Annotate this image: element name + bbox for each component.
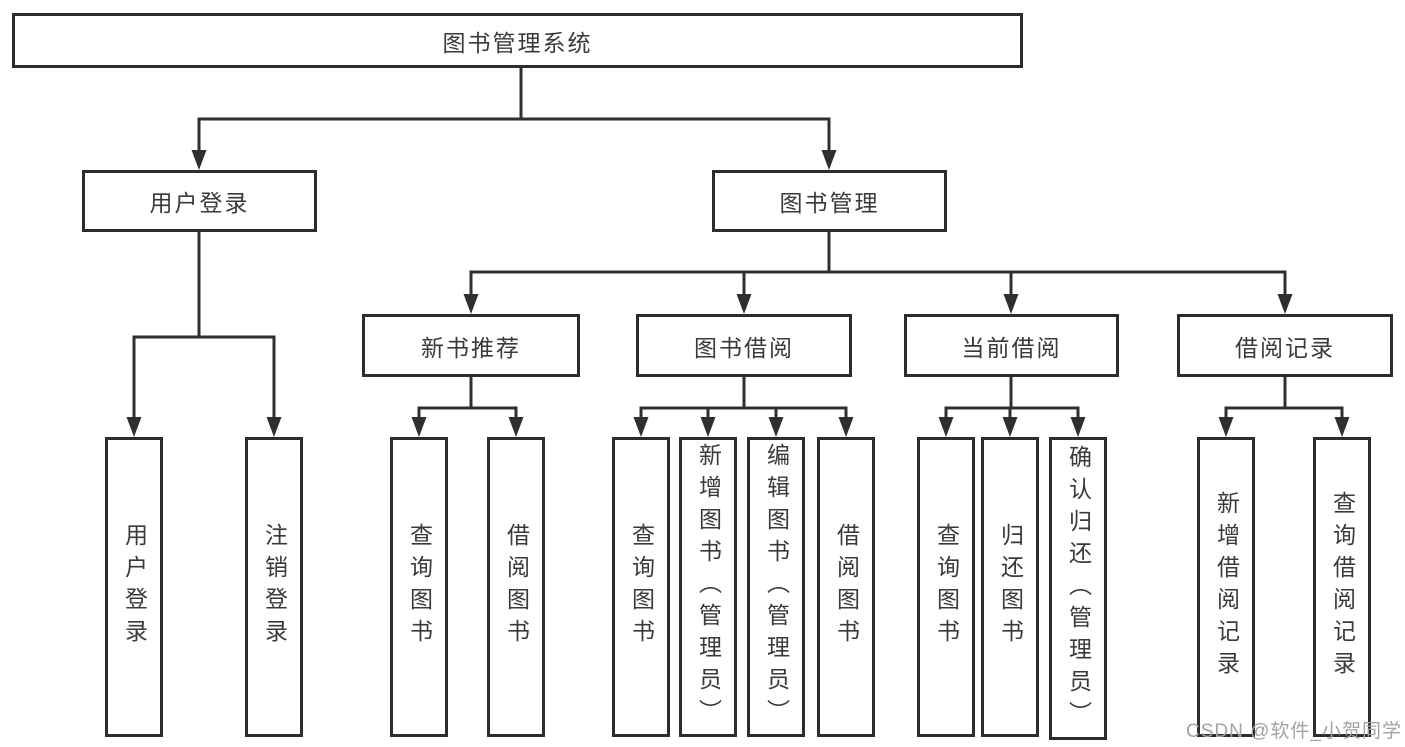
- node-borrow-records-label: 借阅记录: [1235, 334, 1335, 361]
- node-borrow-records: 借阅记录: [1177, 314, 1393, 377]
- node-book-management-label: 图书管理: [779, 190, 880, 216]
- node-user-login: 用户登录: [82, 170, 317, 232]
- leaf-records-add-record: 新增借阅记录: [1197, 437, 1255, 737]
- leaf-current-confirm-return-admin: 确认归还（管理员）: [1049, 437, 1107, 740]
- leaf-newbook-borrow-books: 借阅图书: [487, 437, 545, 737]
- leaf-borrow-edit-books-admin: 编辑图书（管理员）: [747, 437, 805, 737]
- node-book-management: 图书管理: [712, 170, 947, 232]
- node-new-book-recommend-label: 新书推荐: [421, 334, 521, 361]
- connector-borrow-records-to-leaves: [1218, 377, 1350, 437]
- node-user-login-label: 用户登录: [149, 190, 250, 216]
- node-current-borrow-label: 当前借阅: [961, 334, 1062, 361]
- leaf-current-query-books-label: 查询图书: [933, 523, 960, 651]
- connector-current-borrow-to-leaves: [938, 377, 1086, 437]
- leaf-current-confirm-return-admin-label: 确认归还（管理员）: [1065, 444, 1092, 733]
- leaf-borrow-edit-books-admin-label: 编辑图书（管理员）: [763, 443, 790, 731]
- leaf-records-add-record-label: 新增借阅记录: [1213, 491, 1240, 683]
- leaf-newbook-query-books: 查询图书: [390, 437, 448, 737]
- leaf-borrow-query-books: 查询图书: [612, 437, 670, 737]
- connector-root-to-level2: [191, 68, 837, 170]
- leaf-user-login: 用户登录: [105, 437, 163, 737]
- node-root-system: 图书管理系统: [12, 13, 1023, 68]
- leaf-newbook-borrow-books-label: 借阅图书: [503, 523, 530, 651]
- connector-book-borrow-to-leaves: [633, 377, 854, 437]
- node-root-label: 图书管理系统: [442, 29, 593, 56]
- connector-user-login-to-leaves: [126, 232, 282, 437]
- connector-new-book-to-leaves: [411, 377, 524, 437]
- leaf-logout-login-label: 注销登录: [261, 523, 288, 651]
- leaf-records-query-record-label: 查询借阅记录: [1329, 491, 1356, 683]
- leaf-current-return-books-label: 归还图书: [997, 523, 1024, 651]
- leaf-borrow-borrow-books: 借阅图书: [817, 437, 875, 737]
- node-book-borrow-label: 图书借阅: [694, 334, 794, 361]
- leaf-logout-login: 注销登录: [245, 437, 303, 737]
- leaf-records-query-record: 查询借阅记录: [1313, 437, 1371, 737]
- node-book-borrow: 图书借阅: [636, 314, 852, 377]
- leaf-user-login-label: 用户登录: [121, 523, 148, 651]
- csdn-watermark: CSDN @软件_小贺同学: [1186, 721, 1402, 742]
- node-current-borrow: 当前借阅: [904, 314, 1119, 377]
- connector-book-management-to-level3: [463, 232, 1293, 314]
- leaf-borrow-query-books-label: 查询图书: [628, 523, 655, 651]
- leaf-current-return-books: 归还图书: [981, 437, 1039, 737]
- leaf-borrow-add-books-admin: 新增图书（管理员）: [679, 437, 737, 737]
- leaf-borrow-add-books-admin-label: 新增图书（管理员）: [695, 443, 722, 731]
- leaf-current-query-books: 查询图书: [917, 437, 975, 737]
- node-new-book-recommend: 新书推荐: [362, 314, 580, 377]
- leaf-newbook-query-books-label: 查询图书: [406, 523, 433, 651]
- leaf-borrow-borrow-books-label: 借阅图书: [833, 523, 860, 651]
